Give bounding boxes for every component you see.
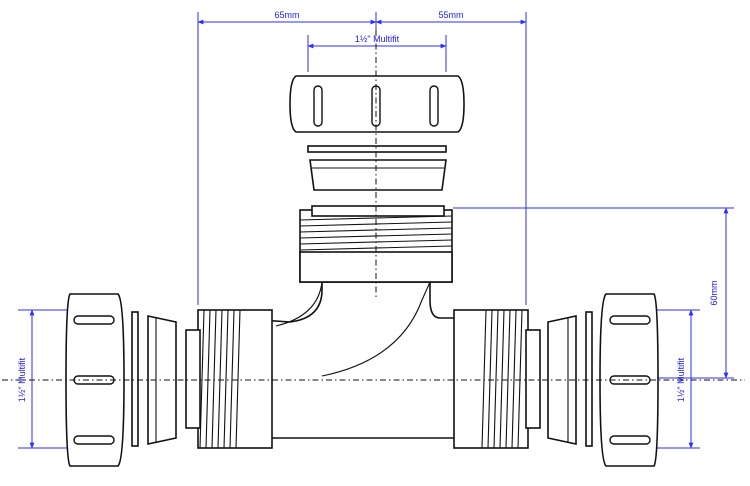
- top-seal: [309, 159, 447, 191]
- dimension-left-size: 1½" Multifit: [17, 357, 27, 402]
- dimension-top-size: 1½" Multifit: [355, 34, 400, 44]
- right-washer: [585, 311, 593, 447]
- right-seal: [547, 315, 577, 445]
- right-socket-thread: [481, 309, 523, 449]
- top-washer: [307, 145, 447, 153]
- dimension-right-width: 55mm: [438, 10, 463, 20]
- left-socket-thread: [199, 309, 241, 449]
- dimension-left-width: 65mm: [274, 10, 299, 20]
- left-washer: [131, 311, 139, 447]
- top-compression-nut: [289, 75, 465, 133]
- dimension-branch-height: 60mm: [709, 280, 719, 305]
- dimension-group: 65mm 55mm 1½" Multifit 60mm 1½" Multifit…: [17, 10, 734, 449]
- tee-body: [185, 205, 541, 449]
- left-seal: [147, 315, 177, 445]
